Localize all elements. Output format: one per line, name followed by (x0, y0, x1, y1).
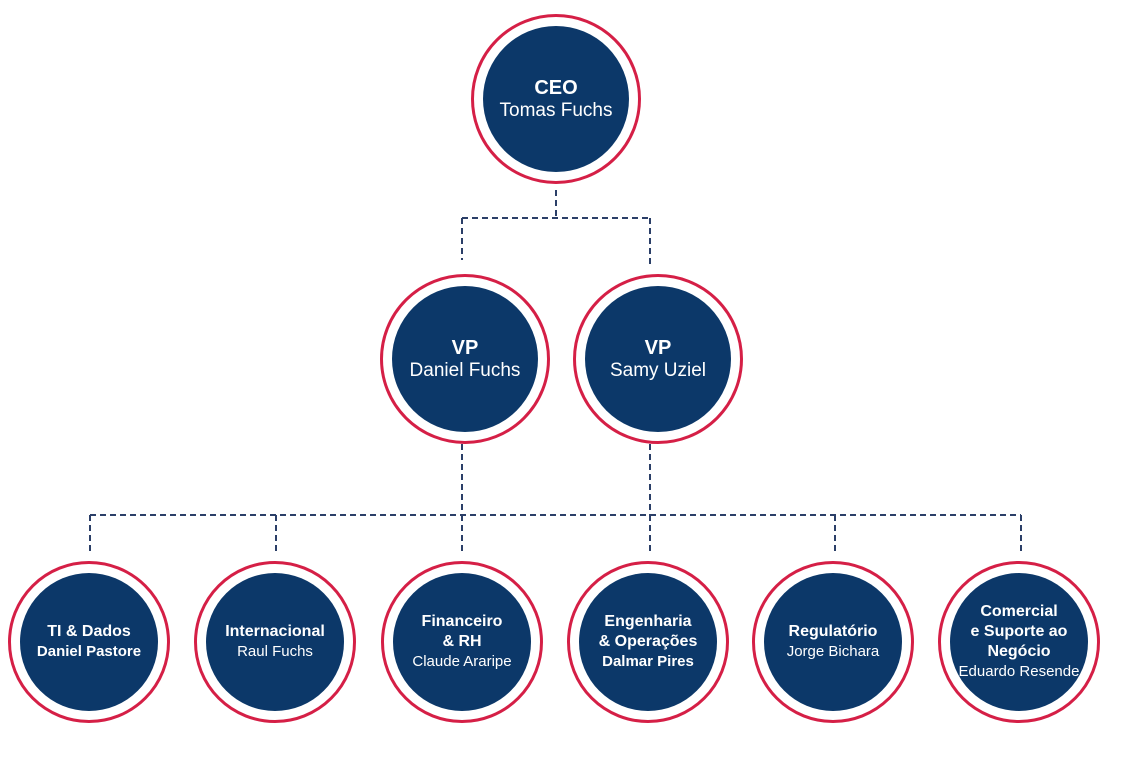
dept-circle: Regulatório Jorge Bichara (764, 573, 902, 711)
ceo-node: CEO Tomas Fuchs (471, 14, 641, 184)
dept-name: Raul Fuchs (237, 643, 313, 660)
dept-name: Jorge Bichara (786, 643, 880, 660)
dept-name: Claude Araripe (412, 653, 512, 670)
dept-circle: Financeiro & RH Claude Araripe (393, 573, 531, 711)
vp-name: Samy Uziel (609, 360, 707, 381)
dept-role-line: Comercial (980, 603, 1058, 620)
dept-node-comercial-suporte: Comercial e Suporte ao Negócio Eduardo R… (938, 561, 1100, 723)
dept-node-internacional: Internacional Raul Fuchs (194, 561, 356, 723)
dept-role-line: & Operações (598, 633, 698, 650)
dept-name: Eduardo Resende (958, 663, 1080, 680)
dept-node-engenharia-operacoes: Engenharia & Operações Dalmar Pires (567, 561, 729, 723)
dept-node-regulatorio: Regulatório Jorge Bichara (752, 561, 914, 723)
ceo-name: Tomas Fuchs (499, 100, 613, 121)
dept-name: Dalmar Pires (602, 653, 694, 670)
dept-role-line: Regulatório (788, 623, 878, 640)
vp-circle: VP Samy Uziel (585, 286, 731, 432)
vp-circle: VP Daniel Fuchs (392, 286, 538, 432)
dept-node-ti-dados: TI & Dados Daniel Pastore (8, 561, 170, 723)
ceo-role: CEO (534, 77, 578, 99)
dept-name: Daniel Pastore (36, 643, 142, 660)
dept-circle: Internacional Raul Fuchs (206, 573, 344, 711)
dept-circle: TI & Dados Daniel Pastore (20, 573, 158, 711)
vp-role: VP (644, 337, 672, 359)
dept-circle: Engenharia & Operações Dalmar Pires (579, 573, 717, 711)
dept-role-line: Negócio (987, 643, 1051, 660)
dept-role-line: TI & Dados (47, 623, 131, 640)
dept-role-line: & RH (442, 633, 482, 650)
vp-node-samy-uziel: VP Samy Uziel (573, 274, 743, 444)
vp-name: Daniel Fuchs (409, 360, 521, 381)
dept-node-financeiro-rh: Financeiro & RH Claude Araripe (381, 561, 543, 723)
dept-role-line: e Suporte ao (970, 623, 1068, 640)
vp-node-daniel-fuchs: VP Daniel Fuchs (380, 274, 550, 444)
dept-role-line: Engenharia (604, 613, 692, 630)
ceo-circle: CEO Tomas Fuchs (483, 26, 629, 172)
dept-role-line: Financeiro (421, 613, 503, 630)
dept-role-line: Internacional (225, 623, 325, 640)
dept-circle: Comercial e Suporte ao Negócio Eduardo R… (950, 573, 1088, 711)
vp-role: VP (451, 337, 479, 359)
